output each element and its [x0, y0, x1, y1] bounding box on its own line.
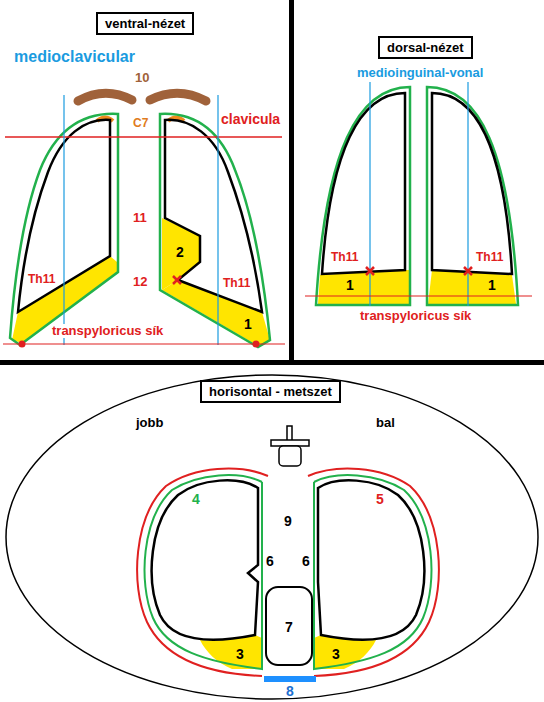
heart-outline	[266, 587, 312, 665]
panel-divider	[289, 0, 294, 362]
marker-cross	[464, 267, 472, 275]
pleural-recess	[162, 280, 270, 346]
anatomy-label: jobb	[136, 416, 163, 430]
lung-outline	[432, 93, 512, 274]
visceral-pleura	[314, 475, 431, 669]
callout-number: 4	[192, 492, 200, 507]
anatomy-label: medioinguinal-vonal	[357, 66, 483, 80]
callout-number: 2	[176, 245, 184, 260]
anatomy-label: bal	[376, 416, 395, 430]
callout-number: 1	[488, 278, 496, 293]
midclavicular-line	[63, 95, 64, 345]
callout-number: 6	[302, 554, 310, 569]
ventral-view	[3, 93, 285, 347]
pleura-outline	[160, 114, 270, 347]
lung-outline	[165, 120, 262, 312]
callout-number: 1	[346, 278, 354, 293]
dorsal-view	[305, 82, 532, 306]
anatomy-label: Th11	[476, 251, 503, 264]
lung-section	[137, 469, 268, 676]
view-title-box: ventral-nézet	[96, 12, 194, 35]
marker-cross	[173, 276, 181, 284]
pleural-recess	[428, 270, 516, 304]
callout-number: 10	[135, 71, 149, 85]
callout-number: C7	[133, 117, 148, 130]
callout-number: 12	[133, 275, 147, 289]
callout-number: 3	[332, 647, 340, 662]
anatomy-label: transpyloricus sík	[50, 324, 165, 338]
anatomy-label: transpyloricus sík	[360, 309, 471, 323]
sternum-bar	[264, 676, 316, 682]
anatomy-label: Th11	[221, 277, 252, 290]
view-title: ventral-nézet	[105, 16, 185, 31]
rib-shape	[78, 93, 132, 101]
body-outline	[6, 375, 538, 699]
visceral-pleura	[145, 475, 262, 669]
lung-outline	[322, 93, 405, 274]
pleura-outline	[316, 87, 410, 305]
pleural-recess	[318, 270, 409, 304]
callout-number: 5	[376, 492, 384, 507]
rib-shape	[150, 93, 206, 101]
parietal-pleura	[137, 469, 268, 676]
vertebra	[271, 440, 309, 446]
vertebra	[279, 446, 301, 466]
parietal-pleura	[308, 469, 439, 676]
anatomy-label: Th11	[331, 251, 358, 264]
callout-number: 1	[244, 317, 252, 332]
callout-number: 3	[236, 647, 244, 662]
marker-dot	[253, 341, 260, 348]
callout-number: 7	[285, 620, 293, 635]
view-title-box: horisontal - metszet	[200, 380, 341, 403]
transpyloric-line	[3, 343, 285, 344]
clavicle-line	[5, 136, 282, 138]
anatomy-label: Th11	[26, 273, 57, 286]
marker-cross	[366, 267, 374, 275]
anatomy-label: clavicula	[219, 112, 282, 127]
callout-number: 11	[133, 211, 147, 225]
panel-divider	[0, 360, 544, 365]
marker-dot	[19, 341, 26, 348]
view-title: dorsal-nézet	[387, 40, 464, 55]
callout-number: 8	[286, 684, 294, 699]
view-title-box: dorsal-nézet	[378, 36, 473, 59]
midclavicular-line	[217, 95, 218, 345]
lung-section	[308, 469, 439, 676]
lung-outline	[152, 480, 258, 639]
anatomy-label: medioclavicular	[14, 48, 135, 66]
view-title: horisontal - metszet	[209, 384, 332, 399]
pleura-outline	[427, 87, 518, 305]
horizontal-section	[6, 375, 538, 699]
lung-outline	[318, 480, 424, 639]
callout-number: 9	[284, 514, 292, 529]
callout-number: 6	[266, 554, 274, 569]
transpyloric-line	[305, 295, 532, 296]
pleural-recess	[162, 218, 200, 290]
